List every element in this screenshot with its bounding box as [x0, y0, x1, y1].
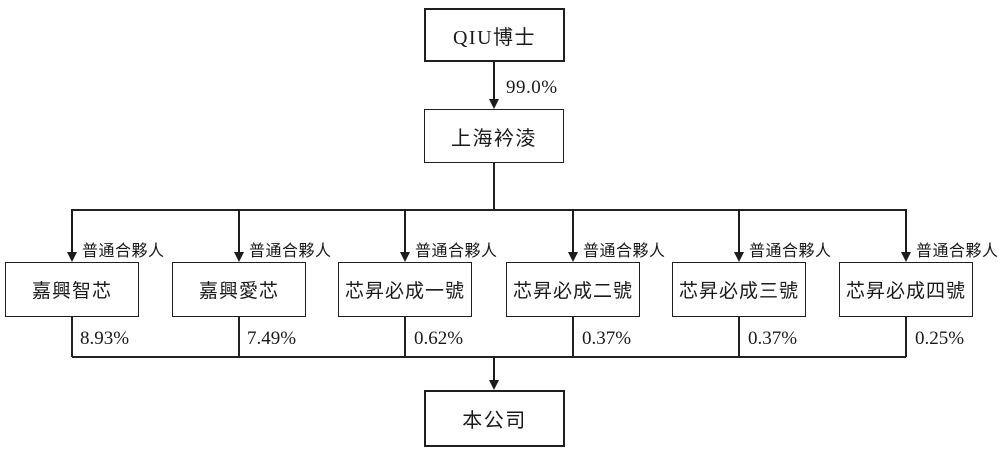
partner-role-label-3: 普通合夥人 — [415, 243, 498, 260]
connector-line-3 — [404, 317, 406, 357]
node-partnership-6: 芯昇必成四號 — [839, 262, 973, 317]
ownership-label-5: 0.37% — [748, 328, 798, 349]
node-partnership-1: 嘉興智芯 — [5, 262, 139, 317]
ownership-label-1: 8.93% — [80, 328, 130, 349]
node-qiu-doctor: QIU博士 — [424, 8, 565, 62]
connector-line-5 — [738, 317, 740, 357]
node-the-company: 本公司 — [424, 390, 565, 447]
partner-role-label-1: 普通合夥人 — [82, 243, 165, 260]
branch-arrow-line-4 — [572, 209, 574, 253]
connector-line-6 — [905, 317, 907, 357]
arrow-down-icon — [233, 252, 244, 262]
connector-line-2 — [238, 317, 240, 357]
node-partnership-4: 芯昇必成二號 — [506, 262, 640, 317]
partner-role-label-4: 普通合夥人 — [583, 243, 666, 260]
node-partnership-3: 芯昇必成一號 — [338, 262, 472, 317]
partner-role-label-5: 普通合夥人 — [749, 243, 832, 260]
node-partnership-5: 芯昇必成三號 — [672, 262, 806, 317]
partner-role-label-6: 普通合夥人 — [916, 243, 999, 260]
edge-holding-to-bus-line — [493, 163, 495, 210]
arrow-down-icon — [488, 99, 499, 109]
node-partnership-2: 嘉興愛芯 — [172, 262, 306, 317]
arrow-down-icon — [399, 252, 410, 262]
branch-arrow-line-1 — [71, 209, 73, 253]
arrow-down-icon — [488, 380, 499, 390]
branch-arrow-line-5 — [738, 209, 740, 253]
branch-arrow-line-6 — [905, 209, 907, 253]
edge-bus-to-company-line — [493, 356, 495, 381]
arrow-down-icon — [900, 252, 911, 262]
ownership-label-6: 0.25% — [915, 328, 965, 349]
arrow-down-icon — [733, 252, 744, 262]
arrow-down-icon — [567, 252, 578, 262]
connector-line-1 — [71, 317, 73, 357]
ownership-label-2: 7.49% — [247, 328, 297, 349]
partner-role-label-2: 普通合夥人 — [249, 243, 332, 260]
ownership-label-3: 0.62% — [414, 328, 464, 349]
branch-arrow-line-2 — [238, 209, 240, 253]
bus-top-line — [72, 209, 906, 211]
node-shanghai-jinling: 上海衿淩 — [424, 109, 564, 163]
connector-line-4 — [572, 317, 574, 357]
edge-root-to-holding-line — [493, 62, 495, 100]
bus-bottom-line — [72, 356, 906, 358]
ownership-root-label: 99.0% — [506, 77, 558, 98]
ownership-label-4: 0.37% — [582, 328, 632, 349]
branch-arrow-line-3 — [404, 209, 406, 253]
arrow-down-icon — [66, 252, 77, 262]
